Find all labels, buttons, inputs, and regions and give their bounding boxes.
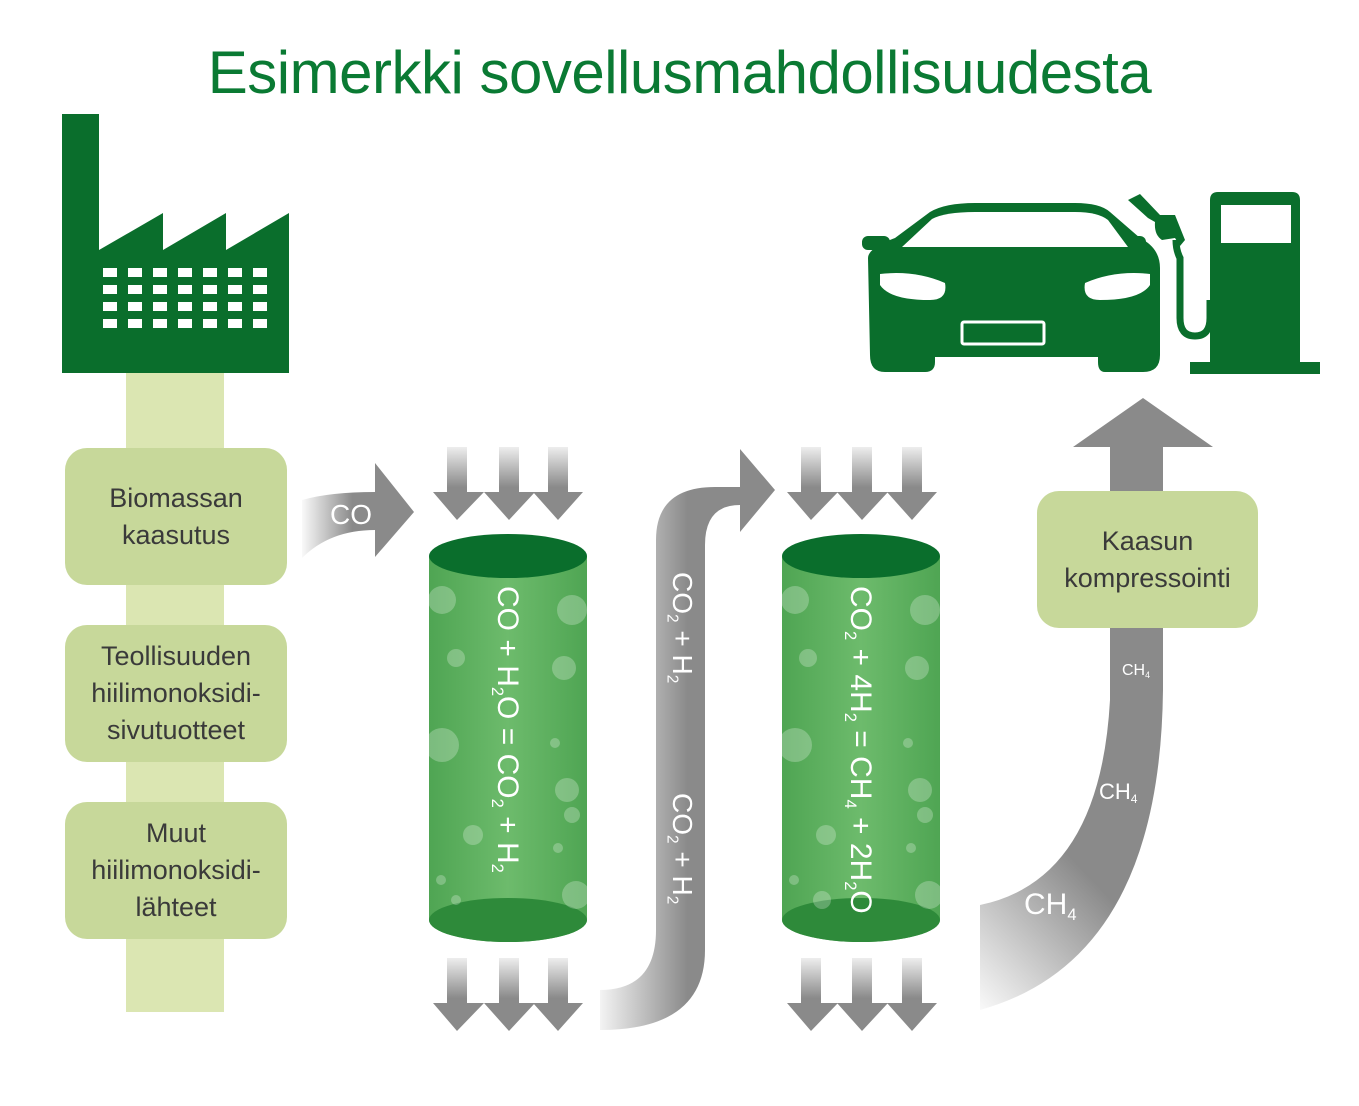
source-label: Teollisuuden hiilimonoksidi- sivutuottee… xyxy=(91,641,261,745)
source-industrial-co-byproducts: Teollisuuden hiilimonoksidi- sivutuottee… xyxy=(65,625,287,762)
inflow-arrows-reactor1 xyxy=(433,447,583,520)
reactor-2-equation: CO2 + 4H2 = CH4 + 2H2O xyxy=(841,586,877,914)
factory-icon xyxy=(62,114,289,373)
inflow-arrows-reactor2 xyxy=(787,447,937,520)
methane-arrow xyxy=(980,398,1213,1010)
source-label: Biomassan kaasutus xyxy=(109,482,243,550)
source-other-co: Muut hiilimonoksidi- lähteet xyxy=(65,802,287,939)
reactor-2 xyxy=(778,534,943,942)
transfer-label-bottom: CO2 + H2 xyxy=(663,793,698,905)
transfer-label-top: CO2 + H2 xyxy=(663,572,698,684)
co-arrow xyxy=(302,463,414,558)
source-label: Muut hiilimonoksidi- lähteet xyxy=(91,818,261,922)
reactor-1 xyxy=(425,534,590,942)
reactor-1-equation: CO + H2O = CO2 + H2 xyxy=(488,586,524,873)
transfer-arrow xyxy=(600,449,775,1030)
source-biomass-gasification: Biomassan kaasutus xyxy=(65,448,287,585)
compression-label: Kaasun kompressointi xyxy=(1064,525,1231,593)
car-icon xyxy=(862,203,1160,372)
methane-label-medium: CH4 xyxy=(1099,779,1138,807)
methane-label-large: CH4 xyxy=(1024,888,1077,924)
co-arrow-label: CO xyxy=(330,499,372,530)
methane-label-small: CH4 xyxy=(1122,662,1151,681)
outflow-arrows-reactor1 xyxy=(433,958,583,1031)
page-title: Esimerkki sovellusmahdollisuudesta xyxy=(207,39,1152,106)
fuel-pump-icon xyxy=(1128,192,1320,374)
gas-compression-box: Kaasun kompressointi xyxy=(1037,491,1258,628)
outflow-arrows-reactor2 xyxy=(787,958,937,1031)
